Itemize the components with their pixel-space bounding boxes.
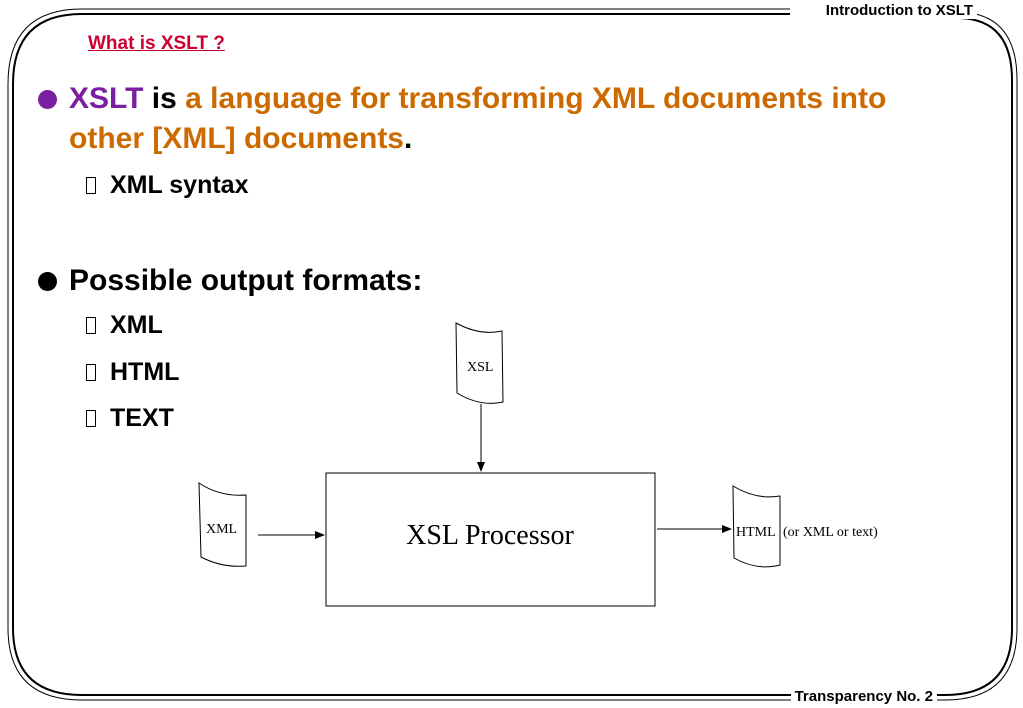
sub-item-html: HTML [86,358,179,387]
missing-glyph-icon [86,410,96,427]
missing-glyph-icon [86,364,96,381]
slide-title: What is XSLT ? [88,33,225,54]
bullet-1-verb: is [143,82,186,115]
processor-box [325,472,656,607]
sub-item-xml-syntax: XML syntax [86,171,248,200]
bullet-1: XSLT is a language for transforming XML … [69,79,949,159]
output-document-label: HTML [736,525,776,540]
missing-glyph-icon [86,317,96,334]
page-number: Transparency No. 2 [790,688,937,705]
sub-item-xml: XML [86,311,163,340]
bullet-1-end: . [404,122,413,155]
bullet-dot-1 [38,90,57,109]
missing-glyph-icon [86,177,96,194]
xsl-document-label: XSL [467,360,493,375]
header-title: Introduction to XSLT [821,2,977,19]
xml-document-shape [198,482,247,567]
xslt-term: XSLT [69,82,144,115]
processor-label: XSL Processor [406,520,574,551]
output-note: (or XML or text) [783,525,878,540]
xml-document-label: XML [206,522,237,537]
output-document-shape [732,485,781,568]
xsl-document-shape [455,322,504,404]
bullet-2: Possible output formats: [69,264,423,297]
sub-item-text: TEXT [86,404,174,433]
xslt-definition: a language for transforming XML document… [69,82,887,155]
bullet-dot-2 [38,272,57,291]
